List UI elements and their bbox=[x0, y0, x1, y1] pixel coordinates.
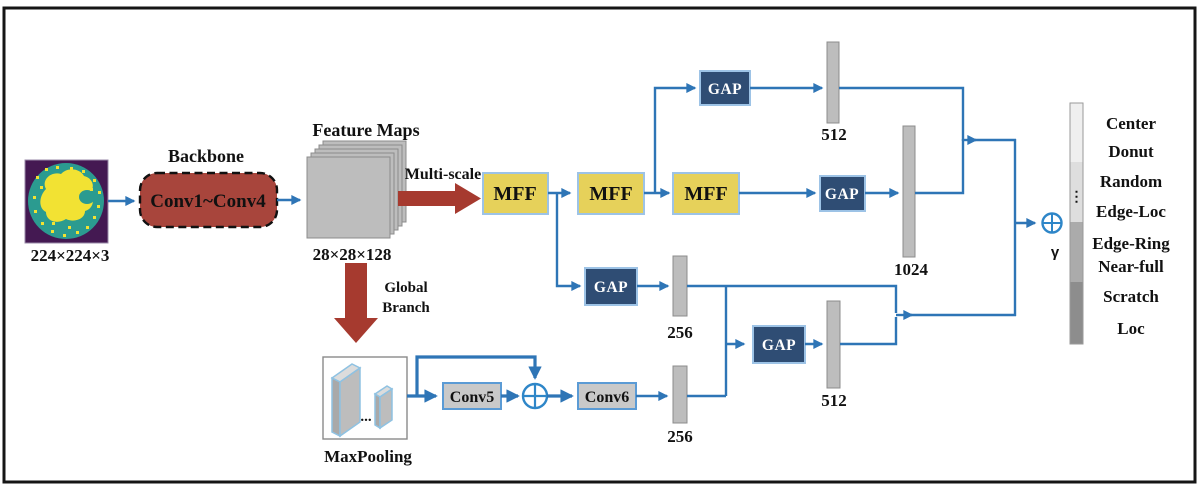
class-label: Random bbox=[1100, 172, 1162, 191]
feature-maps-stack bbox=[306, 140, 407, 239]
vector-512-top bbox=[826, 41, 840, 124]
output-class-labels: Center Donut Random Edge-Loc Edge-Ring N… bbox=[1092, 114, 1170, 338]
mff-box-3 bbox=[672, 172, 740, 215]
gap-3-label: GAP bbox=[594, 279, 628, 296]
vector-256-top-label: 256 bbox=[667, 323, 693, 342]
feature-maps-title: Feature Maps bbox=[312, 120, 419, 140]
gamma-label: γ bbox=[1051, 244, 1060, 261]
maxpooling-ellipsis: ... bbox=[360, 409, 372, 425]
backbone-title: Backbone bbox=[168, 146, 244, 166]
gap-2-label: GAP bbox=[825, 186, 859, 203]
wafer-defect-blob bbox=[40, 169, 93, 222]
mff-box-1 bbox=[482, 172, 549, 215]
backbone-layers-label: Conv1~Conv4 bbox=[150, 191, 266, 212]
class-label: Loc bbox=[1117, 319, 1145, 338]
connector-256top-right bbox=[687, 284, 898, 313]
connector-branch-down-gap3 bbox=[555, 193, 582, 292]
add-circle bbox=[521, 382, 549, 410]
class-label: Scratch bbox=[1103, 287, 1159, 306]
connector-512-merge bbox=[839, 86, 965, 141]
multi-scale-arrow bbox=[398, 183, 481, 214]
vector-256-bottom bbox=[672, 365, 688, 424]
vector-512-bottom-label: 512 bbox=[821, 391, 847, 410]
global-branch-label-2: Branch bbox=[382, 300, 430, 316]
maxpooling-box: ... bbox=[322, 356, 408, 440]
mff-2-label: MFF bbox=[589, 183, 632, 205]
wafer-noise-dots bbox=[33, 166, 101, 237]
class-label: Donut bbox=[1108, 142, 1154, 161]
vector-1024-label: 1024 bbox=[894, 260, 929, 279]
connector-branch-up-gap1 bbox=[653, 82, 697, 193]
global-branch-arrow bbox=[334, 263, 378, 343]
vector-256-top bbox=[672, 255, 688, 317]
mff-box-2 bbox=[577, 172, 645, 215]
wafer-map-image bbox=[24, 159, 109, 244]
vector-1024 bbox=[902, 125, 916, 258]
multi-scale-label: Multi-scale bbox=[405, 166, 481, 183]
connector-1024-merge bbox=[915, 139, 965, 195]
fusion-circle bbox=[1041, 212, 1063, 234]
pooled-map-large bbox=[330, 363, 362, 438]
class-label: Near-full bbox=[1098, 257, 1164, 276]
input-dims-label: 224×224×3 bbox=[31, 246, 110, 265]
gap-box-2 bbox=[819, 175, 866, 212]
class-bar-ellipsis: ⋮ bbox=[1070, 188, 1084, 204]
connector-512b-merge bbox=[840, 317, 898, 346]
pooled-map-small bbox=[373, 385, 394, 430]
conv5-label: Conv5 bbox=[450, 389, 494, 406]
gap-box-4 bbox=[752, 325, 806, 364]
diagram-frame bbox=[2, 6, 1197, 484]
class-label: Edge-Loc bbox=[1096, 202, 1166, 221]
mff-1-label: MFF bbox=[493, 183, 536, 205]
gap-4-label: GAP bbox=[762, 337, 796, 354]
mff-3-label: MFF bbox=[684, 183, 727, 205]
class-label: Edge-Ring bbox=[1092, 234, 1170, 253]
conv6-label: Conv6 bbox=[585, 389, 629, 406]
gap-1-label: GAP bbox=[708, 81, 742, 98]
maxpooling-label: MaxPooling bbox=[324, 447, 412, 466]
vector-256-bottom-label: 256 bbox=[667, 427, 693, 446]
connector-skip-to-add bbox=[415, 355, 542, 396]
gap-box-3 bbox=[584, 267, 638, 306]
global-branch-label-1: Global bbox=[384, 280, 427, 296]
class-label: Center bbox=[1106, 114, 1156, 133]
output-class-bar: ⋮ bbox=[1069, 102, 1084, 345]
vector-512-top-label: 512 bbox=[821, 125, 847, 144]
vector-512-bottom bbox=[826, 300, 841, 389]
feature-maps-dims: 28×28×128 bbox=[313, 245, 392, 264]
